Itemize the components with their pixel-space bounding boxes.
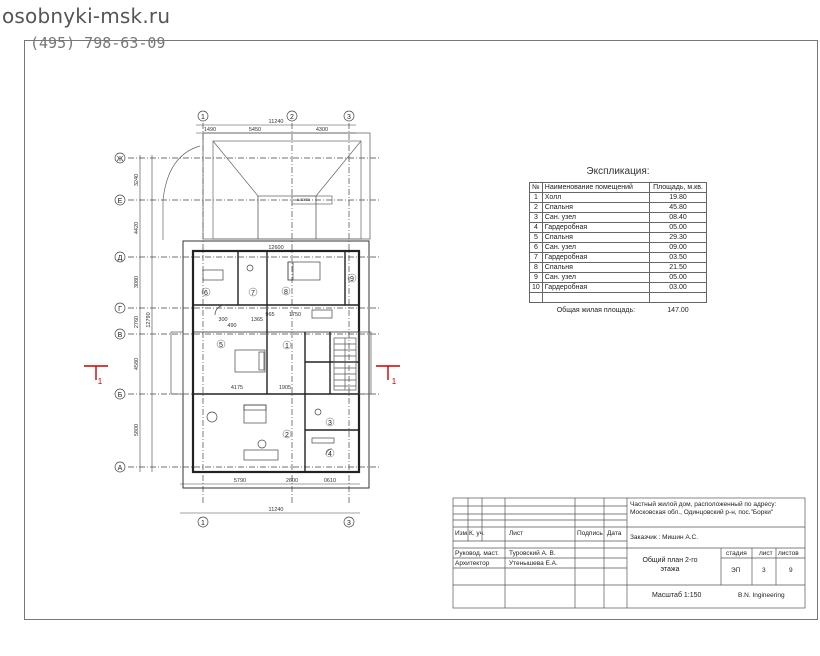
dim-label: 1490 xyxy=(204,127,216,133)
staircase xyxy=(333,337,357,391)
room-number: 9 xyxy=(350,276,354,283)
sheet-label: лист xyxy=(759,550,773,557)
section-markers xyxy=(84,365,400,380)
furniture xyxy=(202,261,335,461)
roof-outline xyxy=(162,132,371,240)
axis-label-top: 2 xyxy=(290,114,294,121)
dim-label: 4580 xyxy=(134,358,140,370)
company-name: B.N. Ingineering xyxy=(738,592,785,599)
axis-label-left: Б xyxy=(118,392,123,399)
axis-label-left: А xyxy=(118,465,123,472)
site-watermark-phone: (495) 798-63-09 xyxy=(30,34,166,52)
role-label: Руковод. маст. xyxy=(455,550,499,557)
person-name: Утенышева Е.А. xyxy=(509,560,558,567)
room-number: 1 xyxy=(285,343,289,350)
sheet-value: 3 xyxy=(762,567,766,574)
dim-label: 12600 xyxy=(268,245,283,251)
axis-bubbles-left xyxy=(114,152,126,473)
dim-label: 5450 xyxy=(249,127,261,133)
stage-value: ЭП xyxy=(731,567,741,574)
dim-label: 11240 xyxy=(269,119,284,125)
room-number: 3 xyxy=(328,420,332,427)
empty-cell xyxy=(649,292,707,303)
axis-label-left: Д xyxy=(118,255,123,262)
axis-label-top: 1 xyxy=(201,114,205,121)
axis-label-left: Г xyxy=(118,306,122,313)
dim-label: 1750 xyxy=(289,312,301,318)
drawing-sheet xyxy=(24,40,818,620)
sheet-title: Общий план 2-го этажа xyxy=(642,557,698,573)
dim-label: 4300 xyxy=(316,127,328,133)
explication-table: № Наименование помещений Площадь, м.кв. … xyxy=(529,182,707,315)
total-row: Общая жилая площадь: 147.00 xyxy=(530,303,707,316)
dim-label: 4175 xyxy=(231,385,243,391)
room-number: 8 xyxy=(284,289,288,296)
dim-label: 1365 xyxy=(251,317,263,323)
room-number: 2 xyxy=(285,432,289,439)
role-label: Архитектор xyxy=(455,560,490,567)
sheets-label: листов xyxy=(778,550,799,557)
axis-label-left: В xyxy=(118,332,123,339)
axis-label-left: Ж xyxy=(117,156,124,163)
customer-label: Заказчик : Мишин А.С. xyxy=(630,534,699,541)
section-label-right: 1 xyxy=(392,377,397,386)
dim-label: 4420 xyxy=(134,222,140,234)
total-value: 147.00 xyxy=(667,306,689,314)
title-block-frame xyxy=(452,497,806,609)
explication-title: Экспликация: xyxy=(586,166,650,177)
axis-label-top: 3 xyxy=(347,114,351,121)
room-number: 4 xyxy=(328,451,332,458)
column-header: К. уч. xyxy=(469,530,485,537)
axis-bubbles-top xyxy=(197,110,355,528)
column-header: Изм. xyxy=(455,530,469,537)
dim-label: 11240 xyxy=(269,507,284,513)
axis-label-bottom: 1 xyxy=(201,520,205,527)
dim-label: 2600 xyxy=(286,478,298,484)
dim-label: 965 xyxy=(265,312,274,318)
roof-note: шахта xyxy=(297,197,310,202)
person-name: Туровский А. В. xyxy=(509,550,556,557)
table-row xyxy=(529,292,707,303)
dim-label: 3080 xyxy=(134,276,140,288)
dim-label: 5790 xyxy=(234,478,246,484)
section-label-left: 1 xyxy=(98,377,103,386)
dim-label: 300 xyxy=(218,317,227,323)
dim-label: 490 xyxy=(227,323,236,329)
dim-label: 0610 xyxy=(324,478,336,484)
dim-label: 2760 xyxy=(134,316,140,328)
axis-label-left: Е xyxy=(118,198,123,205)
dim-label: 1905 xyxy=(279,385,291,391)
column-header: Дата xyxy=(607,530,622,537)
empty-cell xyxy=(541,292,651,303)
dimension-lines xyxy=(139,124,360,514)
room-number: 5 xyxy=(219,342,223,349)
room-number: 6 xyxy=(204,290,208,297)
axis-label-bottom: 3 xyxy=(347,520,351,527)
total-label: Общая жилая площадь: xyxy=(556,306,636,314)
column-header: Подпись xyxy=(577,530,603,537)
dim-label: 5800 xyxy=(134,424,140,436)
dim-label: 12790 xyxy=(146,312,152,327)
stage-label: стадия xyxy=(726,550,747,557)
site-watermark-title: osobnyki-msk.ru xyxy=(2,4,171,28)
column-header: Лист xyxy=(509,530,524,537)
project-description: Частный жилой дом, расположенный по адре… xyxy=(630,501,777,516)
scale-label: Масштаб 1:150 xyxy=(652,592,702,599)
sheets-value: 9 xyxy=(789,567,793,574)
dim-label: 3240 xyxy=(134,174,140,186)
room-number: 7 xyxy=(251,290,255,297)
explication-panel: Экспликация: № Наименование помещений Пл… xyxy=(529,166,707,315)
